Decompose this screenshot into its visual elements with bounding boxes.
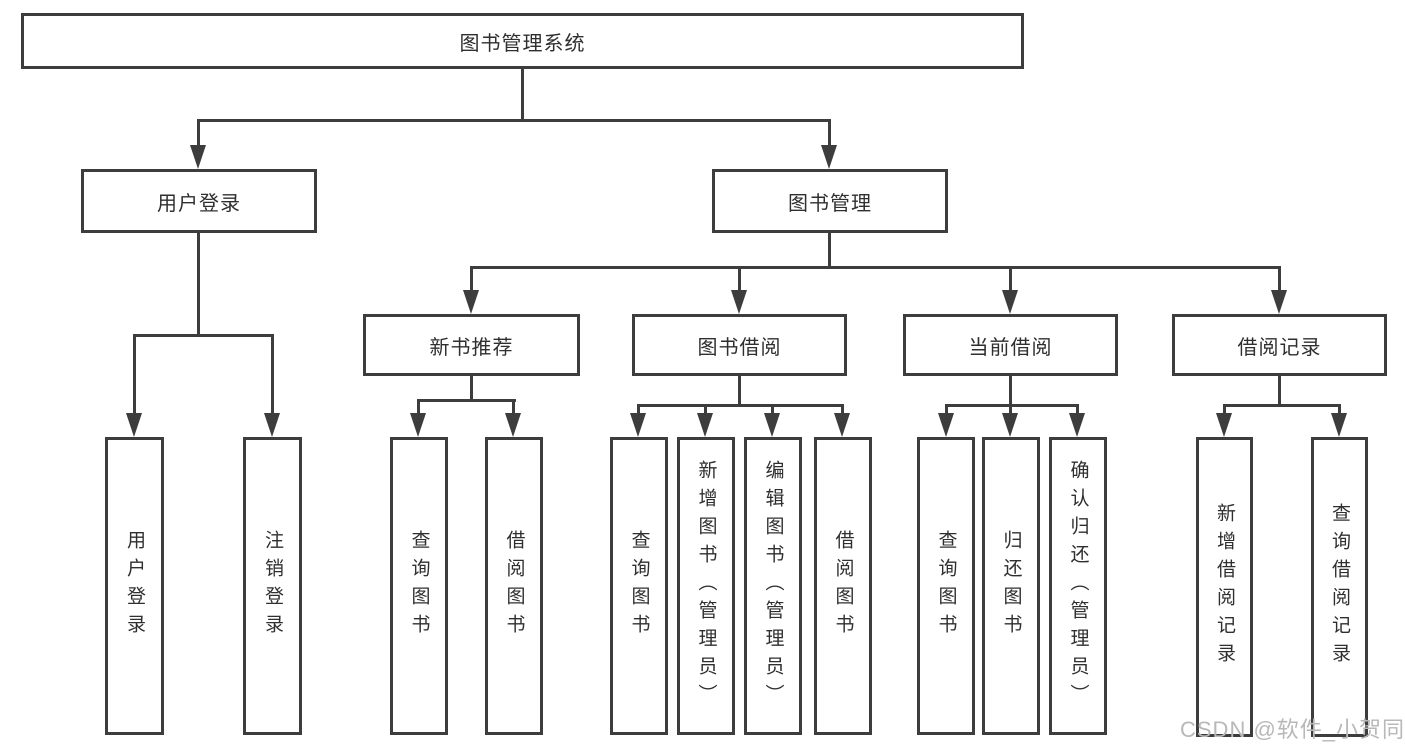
edge-br-query xyxy=(1338,404,1341,413)
arrowhead-nb-borrow xyxy=(505,413,521,437)
leaf-br-add-record-label: 新增借阅记录 xyxy=(1214,503,1235,671)
leaf-cb-query-books-label: 查询图书 xyxy=(935,530,957,642)
arrowhead-current-borrow xyxy=(1002,290,1018,314)
leaf-bb-edit-book-admin-label: 编辑图书（管理员） xyxy=(762,460,784,712)
leaf-bb-query-books: 查询图书 xyxy=(610,437,668,735)
edge-cb-return xyxy=(1009,404,1012,413)
arrowhead-cb-query xyxy=(938,413,954,437)
leaf-bb-borrow-books-label: 借阅图书 xyxy=(832,530,854,642)
arrowhead-bb-query xyxy=(630,413,646,437)
leaf-cb-return-books: 归还图书 xyxy=(982,437,1040,735)
edge-current-borrow-stem xyxy=(1009,376,1012,407)
edge-root-branch xyxy=(197,119,831,122)
leaf-nb-query-books: 查询图书 xyxy=(390,437,448,735)
node-root-library-system: 图书管理系统 xyxy=(21,13,1024,69)
edge-root-stem xyxy=(521,69,524,121)
edge-book-borrow-branch xyxy=(637,404,844,407)
leaf-nb-borrow-books-label: 借阅图书 xyxy=(503,530,525,642)
arrowhead-book-management xyxy=(821,145,837,169)
leaf-bb-add-book-admin-label: 新增图书（管理员） xyxy=(695,460,717,712)
node-new-book-recommend: 新书推荐 xyxy=(363,314,580,376)
edge-borrow-records-branch xyxy=(1223,404,1341,407)
edge-to-borrow-records xyxy=(1278,266,1281,290)
leaf-nb-borrow-books: 借阅图书 xyxy=(485,437,543,735)
leaf-user-login: 用户登录 xyxy=(105,437,164,735)
arrowhead-bb-edit xyxy=(764,413,780,437)
arrowhead-bb-add xyxy=(697,413,713,437)
leaf-bb-edit-book-admin: 编辑图书（管理员） xyxy=(744,437,802,735)
arrowhead-cb-confirm xyxy=(1069,413,1085,437)
edge-bb-query xyxy=(637,404,640,413)
arrowhead-leaf-logout xyxy=(264,413,280,437)
node-borrow-records: 借阅记录 xyxy=(1172,314,1387,376)
edge-cb-confirm xyxy=(1076,404,1079,413)
leaf-logout: 注销登录 xyxy=(243,437,302,735)
arrowhead-br-query xyxy=(1331,413,1347,437)
leaf-bb-add-book-admin: 新增图书（管理员） xyxy=(677,437,735,735)
leaf-nb-query-books-label: 查询图书 xyxy=(408,530,430,642)
edge-borrow-records-stem xyxy=(1278,376,1281,407)
edge-nb-borrow xyxy=(512,399,515,413)
edge-bb-add xyxy=(704,404,707,413)
node-current-borrow: 当前借阅 xyxy=(903,314,1118,376)
edge-user-login-branch xyxy=(133,334,274,337)
edge-bb-borrow xyxy=(841,404,844,413)
edge-book-borrow-stem xyxy=(738,376,741,407)
edge-to-new-book xyxy=(470,266,473,290)
leaf-br-query-record-label: 查询借阅记录 xyxy=(1329,503,1350,671)
leaf-br-query-record: 查询借阅记录 xyxy=(1311,437,1368,737)
node-book-management: 图书管理 xyxy=(712,169,948,233)
arrowhead-nb-query xyxy=(410,413,426,437)
edge-to-user-login xyxy=(197,119,200,149)
edge-current-borrow-branch xyxy=(945,404,1079,407)
csdn-watermark: CSDN @软件_小贺同学 xyxy=(1180,717,1405,742)
arrowhead-user-login xyxy=(190,145,206,169)
arrowhead-new-book xyxy=(463,290,479,314)
edge-book-mgmt-branch xyxy=(470,266,1281,269)
leaf-logout-label: 注销登录 xyxy=(262,530,283,642)
node-user-login: 用户登录 xyxy=(81,169,317,233)
edge-to-book-borrow xyxy=(738,266,741,290)
edge-user-login-stem xyxy=(197,233,200,337)
edge-cb-query xyxy=(945,404,948,413)
edge-to-leaf-logout xyxy=(271,334,274,413)
edge-to-current-borrow xyxy=(1009,266,1012,290)
leaf-cb-confirm-return-admin: 确认归还（管理员） xyxy=(1049,437,1107,735)
node-book-borrow: 图书借阅 xyxy=(632,314,847,376)
edge-nb-query xyxy=(417,399,420,413)
leaf-bb-query-books-label: 查询图书 xyxy=(628,530,650,642)
arrowhead-cb-return xyxy=(1002,413,1018,437)
edge-new-book-stem xyxy=(470,376,473,402)
edge-to-leaf-login xyxy=(133,334,136,413)
arrowhead-bb-borrow xyxy=(834,413,850,437)
edge-bb-edit xyxy=(771,404,774,413)
arrowhead-leaf-login xyxy=(126,413,142,437)
edge-to-book-management xyxy=(828,119,831,149)
leaf-br-add-record: 新增借阅记录 xyxy=(1196,437,1253,737)
arrowhead-borrow-records xyxy=(1271,290,1287,314)
edge-new-book-branch xyxy=(417,399,516,402)
arrowhead-br-add xyxy=(1216,413,1232,437)
edge-book-mgmt-stem xyxy=(828,233,831,269)
leaf-cb-return-books-label: 归还图书 xyxy=(1000,530,1022,642)
edge-br-add xyxy=(1223,404,1226,413)
leaf-cb-query-books: 查询图书 xyxy=(917,437,975,735)
arrowhead-book-borrow xyxy=(731,290,747,314)
leaf-bb-borrow-books: 借阅图书 xyxy=(814,437,872,735)
leaf-cb-confirm-return-admin-label: 确认归还（管理员） xyxy=(1067,460,1089,712)
leaf-user-login-label: 用户登录 xyxy=(124,530,145,642)
